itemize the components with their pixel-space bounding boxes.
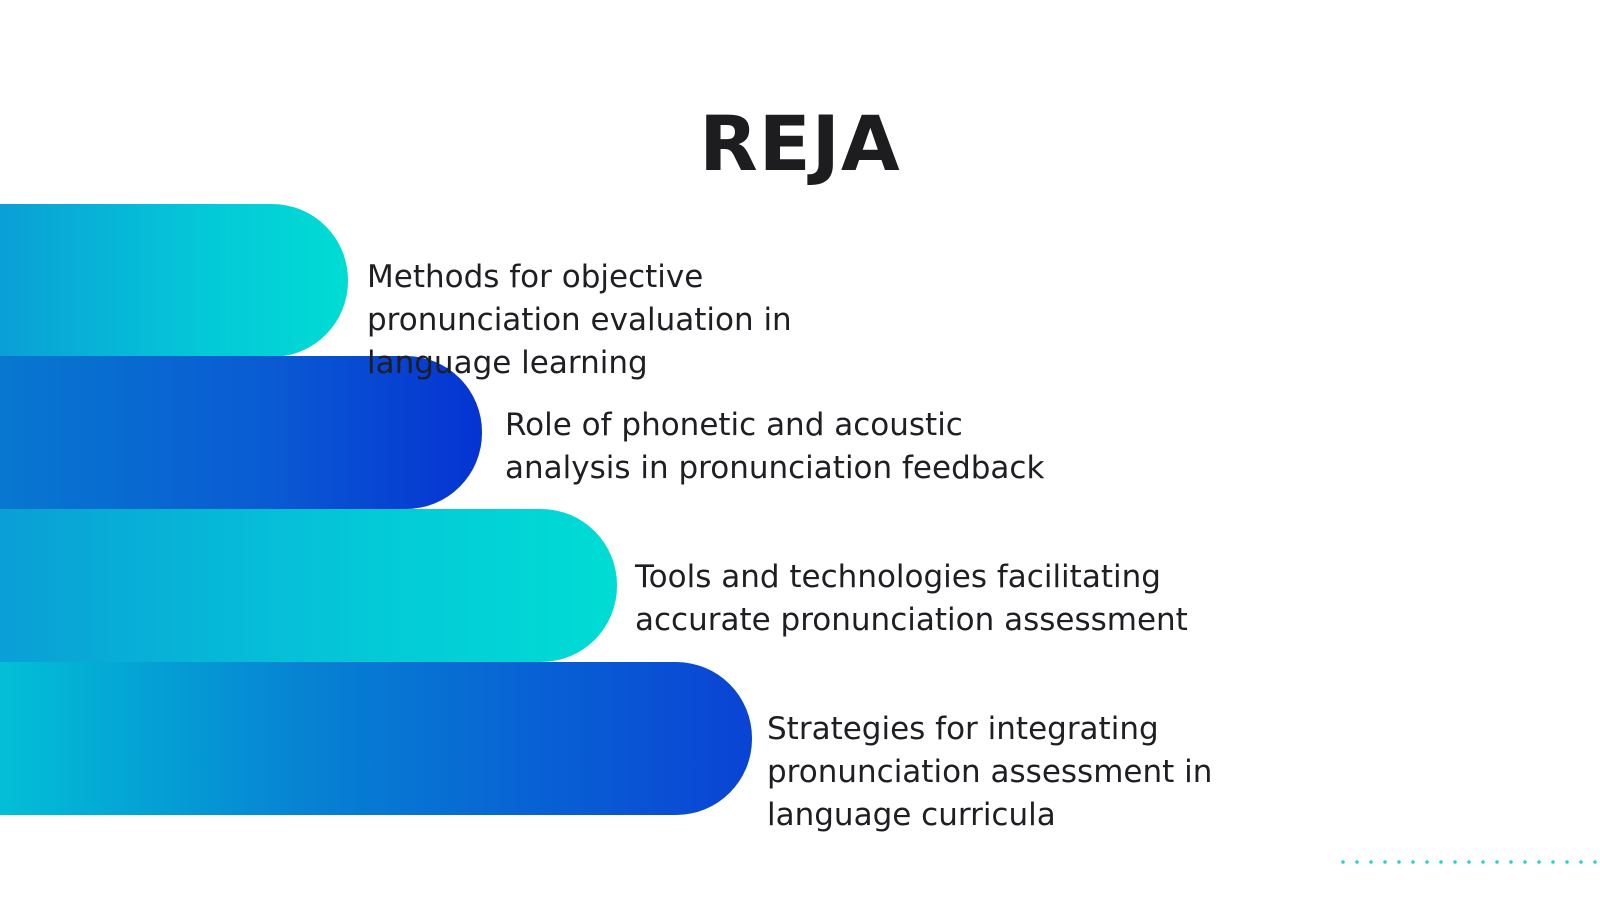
dotted-line-decoration: [1336, 860, 1598, 864]
item-text-2: Role of phonetic and acoustic analysis i…: [505, 407, 1045, 486]
item-text-1: Methods for objective pronunciation eval…: [367, 259, 792, 381]
slide-title: REJA: [699, 99, 901, 188]
item-text-4: Strategies for integrating pronunciation…: [767, 711, 1213, 833]
item-text-3: Tools and technologies facilitating accu…: [635, 559, 1188, 638]
item-bar-4: [0, 662, 752, 815]
item-bar-3: [0, 509, 617, 662]
item-bar-1: [0, 204, 348, 357]
item-bar-2: [0, 356, 482, 509]
